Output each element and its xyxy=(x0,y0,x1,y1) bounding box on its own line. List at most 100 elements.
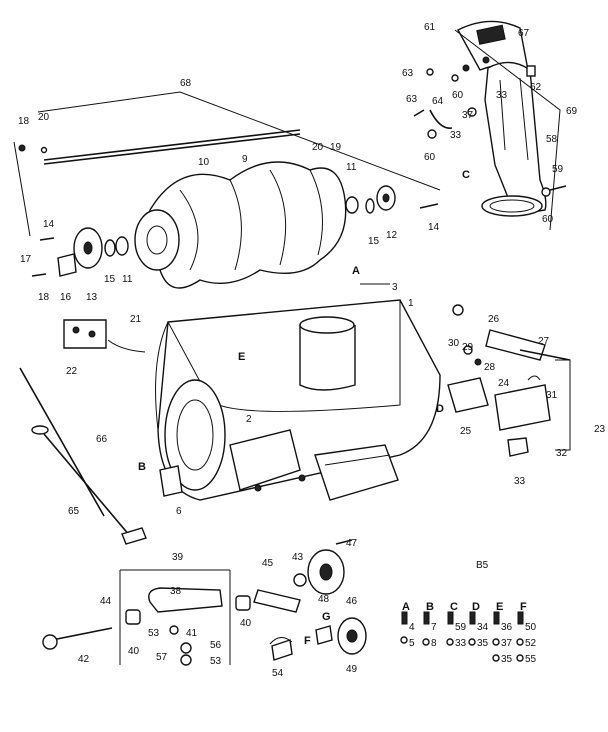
view-marker-f: F xyxy=(304,635,311,647)
callout-12: 12 xyxy=(386,230,398,241)
legend-c-2: 33 xyxy=(455,638,467,649)
callout-3: 3 xyxy=(392,282,398,293)
view-marker-e: E xyxy=(238,351,245,363)
legend-header-c: C xyxy=(450,601,458,613)
legend-hardware-icons xyxy=(400,611,524,662)
callout-63: 63 xyxy=(402,68,414,79)
callout-64: 64 xyxy=(432,96,444,107)
callout-56: 56 xyxy=(210,640,222,651)
callout-13: 13 xyxy=(86,292,98,303)
callout-6: 6 xyxy=(176,506,182,517)
callout-40: 40 xyxy=(128,646,140,657)
legend-d-2: 35 xyxy=(477,638,489,649)
callout-18b: 18 xyxy=(38,292,50,303)
callout-37: 37 xyxy=(462,110,474,121)
callout-43: 43 xyxy=(292,552,304,563)
callout-9: 9 xyxy=(242,154,248,165)
callout-32: 32 xyxy=(556,448,568,459)
legend-f-2: 52 xyxy=(525,638,537,649)
callout-63b: 63 xyxy=(406,94,418,105)
callout-66: 66 xyxy=(96,434,108,445)
callout-23: 23 xyxy=(594,424,606,435)
callout-17: 17 xyxy=(20,254,32,265)
legend-header-a: A xyxy=(402,601,410,613)
view-marker-b: B xyxy=(138,461,146,473)
callout-45: 45 xyxy=(262,558,274,569)
callout-57: 57 xyxy=(156,652,168,663)
callout-30: 30 xyxy=(448,338,460,349)
chute-hardware xyxy=(413,68,567,197)
callout-60: 60 xyxy=(452,90,464,101)
callout-20b: 20 xyxy=(312,142,324,153)
callout-10: 10 xyxy=(198,157,210,168)
callout-33b: 33 xyxy=(450,130,462,141)
legend-b-2: 8 xyxy=(431,638,437,649)
callout-28: 28 xyxy=(484,362,496,373)
callout-11: 11 xyxy=(346,162,357,173)
callout-59: 59 xyxy=(552,164,564,175)
callout-29: 29 xyxy=(462,342,474,353)
legend-header-d: D xyxy=(472,601,480,613)
callout-39: 39 xyxy=(172,552,184,563)
callout-33: 33 xyxy=(496,90,508,101)
callout-49: 49 xyxy=(346,664,358,675)
callout-46: 46 xyxy=(346,596,358,607)
callout-61: 61 xyxy=(424,22,436,33)
callout-40b: 40 xyxy=(240,618,252,629)
callout-58: 58 xyxy=(546,134,558,145)
view-marker-a: A xyxy=(352,265,360,277)
legend-header-f: F xyxy=(520,601,527,613)
callout-62: 62 xyxy=(530,82,542,93)
callout-labels: 68 18 20 10 20 19 9 11 14 14 15 12 17 18… xyxy=(18,22,606,679)
callout-65: 65 xyxy=(68,506,80,517)
callout-19: 19 xyxy=(330,142,342,153)
drive-parts xyxy=(42,539,367,666)
callout-41: 41 xyxy=(186,628,198,639)
legend-d-1: 34 xyxy=(477,622,489,633)
callout-25: 25 xyxy=(460,426,472,437)
discharge-chute xyxy=(454,20,561,231)
callout-67: 67 xyxy=(518,28,530,39)
callout-26: 26 xyxy=(488,314,500,325)
callout-44: 44 xyxy=(100,596,112,607)
callout-22: 22 xyxy=(66,366,78,377)
callout-24: 24 xyxy=(498,378,510,389)
legend-c-1: 59 xyxy=(455,622,467,633)
legend-header-b: B xyxy=(426,601,434,613)
callout-16: 16 xyxy=(60,292,72,303)
legend-f-1: 50 xyxy=(525,622,537,633)
legend-f-3: 55 xyxy=(525,654,537,665)
callout-15: 15 xyxy=(368,236,380,247)
legend-b-1: 7 xyxy=(431,622,437,633)
view-marker-c: C xyxy=(462,169,470,181)
legend-e-3: 35 xyxy=(501,654,513,665)
callout-54: 54 xyxy=(272,668,284,679)
callout-14b: 14 xyxy=(428,222,440,233)
auger-housing xyxy=(155,283,441,501)
legend-e-2: 37 xyxy=(501,638,513,649)
small-parts xyxy=(19,319,147,545)
callout-14: 14 xyxy=(43,219,55,230)
figure-code: B5 xyxy=(476,560,489,571)
callout-47: 47 xyxy=(346,538,358,549)
callout-53b: 53 xyxy=(210,656,222,667)
callout-11b: 11 xyxy=(122,274,133,285)
callout-33c: 33 xyxy=(514,476,526,487)
callout-48: 48 xyxy=(318,594,330,605)
callout-20: 20 xyxy=(38,112,50,123)
callout-42: 42 xyxy=(78,654,90,665)
callout-60b: 60 xyxy=(424,152,436,163)
legend-a-1: 4 xyxy=(409,622,415,633)
crank-assembly xyxy=(447,304,571,457)
hardware-legend: A B C D E F 4 7 59 34 36 50 5 8 33 35 37… xyxy=(402,601,537,665)
callout-15b: 15 xyxy=(104,274,116,285)
callout-60c: 60 xyxy=(542,214,554,225)
callout-1: 1 xyxy=(408,298,414,309)
legend-a-2: 5 xyxy=(409,638,415,649)
view-marker-g: G xyxy=(322,611,331,623)
callout-69: 69 xyxy=(566,106,578,117)
legend-header-e: E xyxy=(496,601,503,613)
view-marker-d: D xyxy=(436,403,444,415)
